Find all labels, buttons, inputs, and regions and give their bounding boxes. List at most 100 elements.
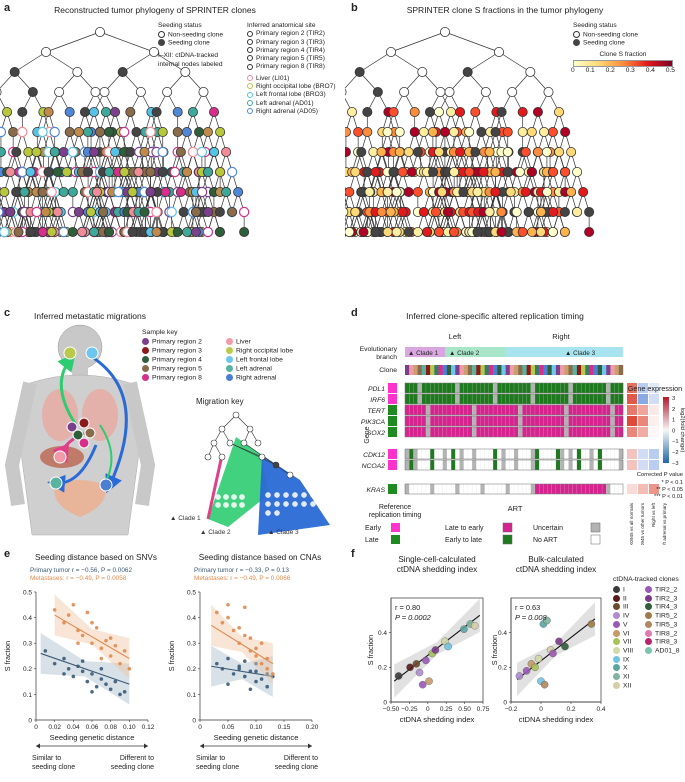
tree-node [145, 126, 156, 138]
ctdna-swatch [645, 603, 652, 611]
tree-node [554, 107, 565, 118]
tree-node [502, 166, 513, 177]
ctdna-label: TIR4_3 [655, 603, 678, 611]
art-cell [488, 415, 494, 427]
ctdna-swatch [645, 594, 652, 602]
tree-node [157, 146, 168, 158]
tree-node [89, 226, 100, 237]
art-cell [618, 483, 624, 495]
data-point [90, 641, 94, 645]
tree-node [157, 127, 168, 138]
mig-node [246, 425, 254, 433]
clade-2-node [215, 494, 221, 500]
tree-node [354, 67, 365, 78]
tree-node [525, 67, 536, 78]
art-cell [601, 483, 607, 495]
ctdna-legend-item: TIR5_2 [645, 612, 685, 621]
row-evolutionary-2: branch [376, 354, 397, 361]
panel-a-label: a [4, 2, 11, 14]
nonseeding-swatch [158, 30, 165, 38]
art-cell [467, 459, 473, 471]
b-legend-nonseeding-label: Non-seeding clone [583, 30, 638, 38]
expr-cell [638, 460, 648, 470]
tree-node [190, 226, 201, 237]
sample-key-item: Left frontal lobe [226, 356, 310, 365]
tree-node [472, 186, 483, 197]
art-cell [467, 382, 473, 394]
art-cell [526, 393, 532, 405]
art-row-border [404, 426, 624, 438]
panel-b-title: SPRINTER clone S fractions in the tumor … [406, 5, 604, 15]
expr-cell [649, 416, 659, 426]
ctdna-legend-item: TIR8_3 [645, 638, 685, 647]
tree-node [157, 166, 168, 177]
tree-node [382, 186, 393, 197]
e-chart-title: Seeding distance based on SNVs [35, 553, 157, 562]
ctdna-swatch [645, 612, 652, 620]
data-point [248, 669, 253, 674]
f-ylabel-1: S fraction [366, 635, 375, 665]
clade-2-node [239, 494, 245, 500]
x-tick-label: 0 [539, 706, 543, 713]
art-cell [585, 459, 590, 471]
art-cell [451, 393, 456, 405]
ctdna-swatch [613, 612, 620, 620]
art-cell [518, 448, 523, 460]
art-cell [509, 382, 515, 394]
art-cell [589, 459, 594, 471]
tree-node [0, 88, 2, 96]
panel-c-label: c [4, 307, 11, 319]
clone-cell [493, 365, 498, 375]
data-point [90, 672, 94, 676]
tree-node [46, 226, 57, 237]
art-cell [560, 448, 565, 460]
tree-node [172, 127, 183, 138]
ctdna-label: V [623, 621, 628, 629]
ref-timing-cell [388, 460, 397, 470]
art-cell [522, 483, 527, 495]
art-cell [488, 426, 494, 438]
art-cell [492, 483, 498, 495]
ctdna-legend-item: VII [613, 638, 643, 647]
clone-cell [514, 365, 519, 375]
tree-node [353, 127, 364, 138]
branch-right: Right [552, 332, 570, 341]
art-cell [576, 483, 582, 495]
mig-node [254, 439, 262, 447]
clone-cell [610, 365, 615, 375]
panel-c-title: Inferred metastatic migrations [34, 311, 146, 321]
art-cell [476, 404, 481, 416]
data-point [248, 636, 253, 640]
tree-node [505, 186, 516, 197]
art-cell [442, 426, 448, 438]
art-cell [484, 415, 490, 427]
y-tick-label: 0.4 [23, 615, 32, 622]
tree-edge [467, 51, 500, 73]
art-cell [505, 448, 511, 460]
art-cell [484, 382, 490, 394]
ctdna-swatch [613, 603, 620, 611]
clone-cell [602, 365, 607, 375]
tree-node [412, 186, 423, 197]
tree-node [221, 146, 232, 157]
art-cell [530, 415, 536, 427]
clade-1-bar [405, 347, 445, 357]
art-cell [522, 448, 527, 460]
tree-node [151, 206, 162, 218]
ctdna-swatch [613, 655, 620, 663]
art-cell [513, 404, 519, 416]
tree-node [517, 127, 528, 138]
data-point [415, 668, 424, 677]
tree-node [572, 166, 583, 177]
clone-cell [543, 365, 548, 375]
data-point [394, 672, 403, 680]
art-cell [425, 415, 431, 427]
data-point [243, 605, 247, 610]
panel-a: a Reconstructed tumor phylogeny of SPRIN… [0, 0, 345, 300]
tree-node [119, 166, 130, 177]
art-cell [534, 448, 540, 460]
art-cell [425, 426, 431, 438]
